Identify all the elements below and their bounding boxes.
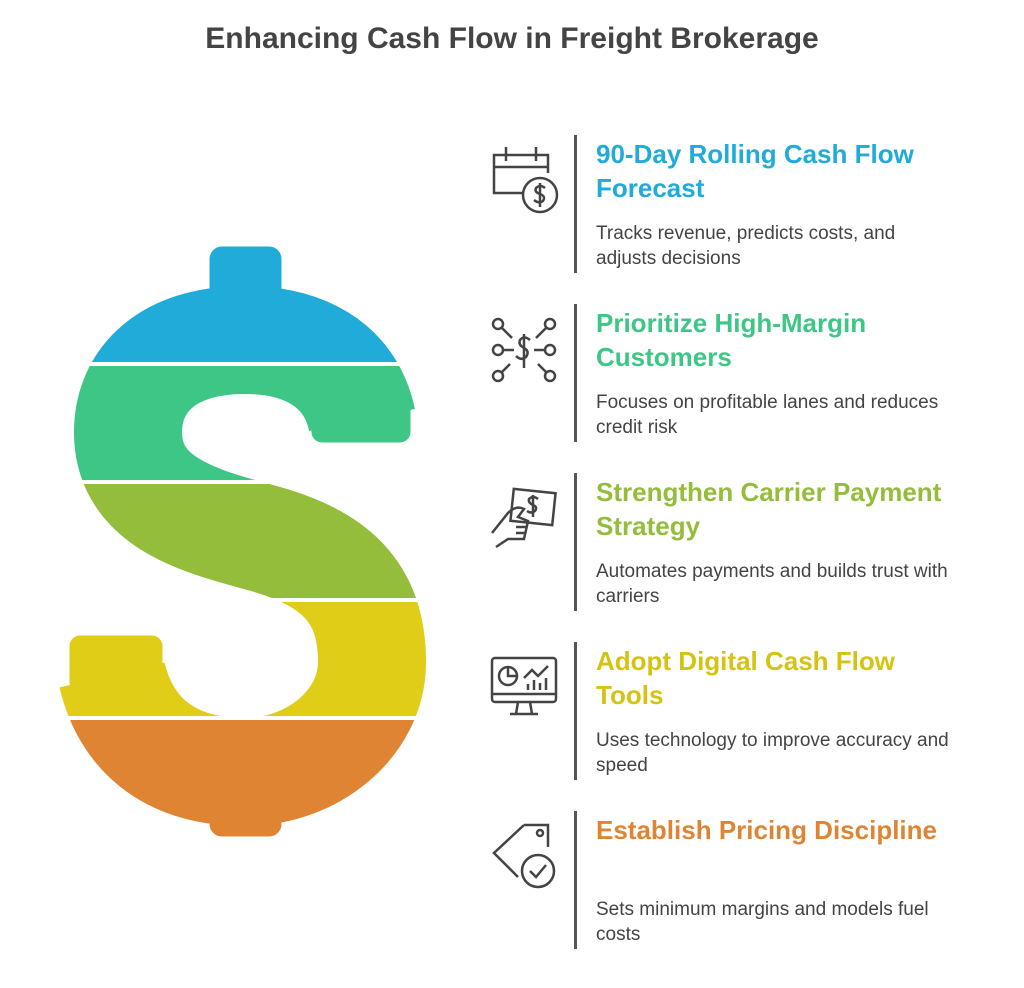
item-title: 90-Day Rolling Cash Flow Forecast [596, 139, 914, 203]
item-description: Automates payments and builds trust with… [596, 561, 948, 607]
divider [574, 304, 577, 442]
item-description: Tracks revenue, predicts costs, and adju… [596, 223, 896, 269]
page-title: Enhancing Cash Flow in Freight Brokerage [205, 22, 819, 55]
item-description: Uses technology to improve accuracy and … [596, 730, 949, 776]
monitor-chart-icon [490, 656, 558, 716]
price-tag-check-icon [492, 823, 556, 889]
item-cash-flow-forecast: 90-Day Rolling Cash Flow Forecast Tracks… [480, 135, 1000, 275]
item-high-margin-customers: Prioritize High-Margin Customers Focuses… [480, 304, 1000, 444]
calendar-dollar-icon [492, 147, 559, 214]
item-title: Adopt Digital Cash Flow Tools [596, 646, 895, 710]
item-description: Focuses on profitable lanes and reduces … [596, 392, 939, 438]
item-description: Sets minimum margins and models fuel cos… [596, 899, 929, 945]
dollar-sign-graphic [0, 0, 480, 988]
item-digital-tools: Adopt Digital Cash Flow Tools Uses techn… [480, 642, 1000, 782]
item-title: Prioritize High-Margin Customers [596, 308, 867, 372]
item-carrier-payment: Strengthen Carrier Payment Strategy Auto… [480, 473, 1000, 613]
item-title: Establish Pricing Discipline [596, 815, 937, 845]
dollar-network-icon [491, 317, 557, 383]
divider [574, 473, 577, 611]
hand-cash-icon [491, 487, 557, 549]
divider [574, 135, 577, 273]
divider [574, 642, 577, 780]
item-pricing-discipline: Establish Pricing Discipline Sets minimu… [480, 811, 1000, 951]
item-title: Strengthen Carrier Payment Strategy [596, 477, 942, 541]
divider [574, 811, 577, 949]
